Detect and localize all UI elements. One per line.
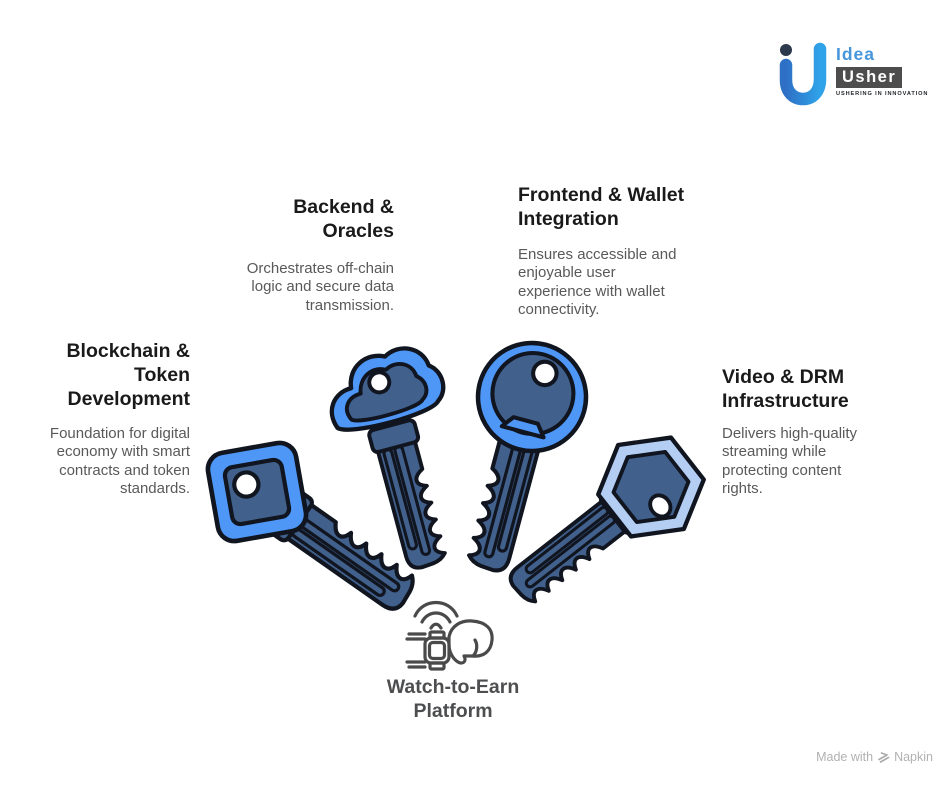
logo-text-block: Idea Usher USHERING IN INNOVATION xyxy=(836,40,928,97)
node-backend-description: Orchestrates off-chain logic and secure … xyxy=(246,260,394,314)
node-frontend-title: Frontend & Wallet Integration xyxy=(518,184,685,230)
idea-usher-u-mark-icon xyxy=(779,42,827,106)
hexagon-head-key-icon xyxy=(503,435,706,609)
node-frontend-description: Ensures accessible and enjoyable user ex… xyxy=(518,246,677,318)
node-video-description: Delivers high-quality streaming while pr… xyxy=(722,425,858,497)
logo-brand-top: Idea xyxy=(836,44,876,64)
cloud-head-key-icon xyxy=(329,346,449,573)
node-backend-title: Backend & Oracles xyxy=(293,196,394,242)
node-blockchain-description: Foundation for digital economy with smar… xyxy=(49,425,190,497)
made-with-napkin-credit: Made with Napkin xyxy=(816,750,933,764)
node-blockchain-title: Blockchain & Token Development xyxy=(66,340,190,410)
idea-usher-logo: Idea Usher USHERING IN INNOVATION xyxy=(775,40,928,106)
credit-prefix: Made with xyxy=(816,750,874,764)
node-video-title: Video & DRM Infrastructure xyxy=(722,366,849,412)
smartwatch-signal-icon xyxy=(405,601,494,671)
napkin-logo-icon xyxy=(878,752,890,763)
credit-brand: Napkin xyxy=(894,750,933,764)
logo-brand-bottom: Usher xyxy=(836,66,903,88)
center-platform-title: Watch-to-Earn Platform xyxy=(386,676,520,722)
round-head-key-icon xyxy=(434,340,589,582)
logo-tagline: USHERING IN INNOVATION xyxy=(836,91,929,97)
